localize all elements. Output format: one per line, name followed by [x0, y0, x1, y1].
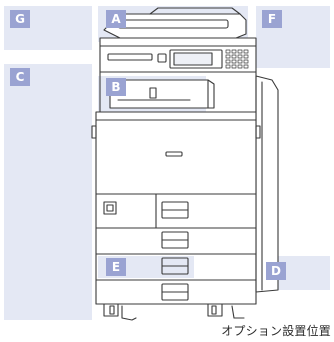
zone-tag-a: A	[106, 10, 126, 28]
zone-tag-c: C	[10, 68, 30, 86]
zone-tag-e: E	[106, 258, 126, 276]
zone-c-area	[4, 64, 92, 320]
zone-tag-b: B	[106, 78, 126, 96]
tray-section	[95, 193, 257, 255]
casters	[95, 303, 257, 321]
diagram-caption: オプション設置位置	[221, 324, 331, 338]
main-body	[95, 111, 257, 195]
zone-tag-g: G	[10, 10, 30, 28]
side-unit	[255, 75, 279, 293]
control-panel-screen	[169, 49, 223, 69]
zone-tag-f: F	[262, 10, 282, 28]
zone-tag-d: D	[266, 262, 286, 280]
scanner-platen	[99, 37, 257, 47]
feeder-tray	[149, 7, 241, 15]
keypad	[225, 49, 249, 69]
